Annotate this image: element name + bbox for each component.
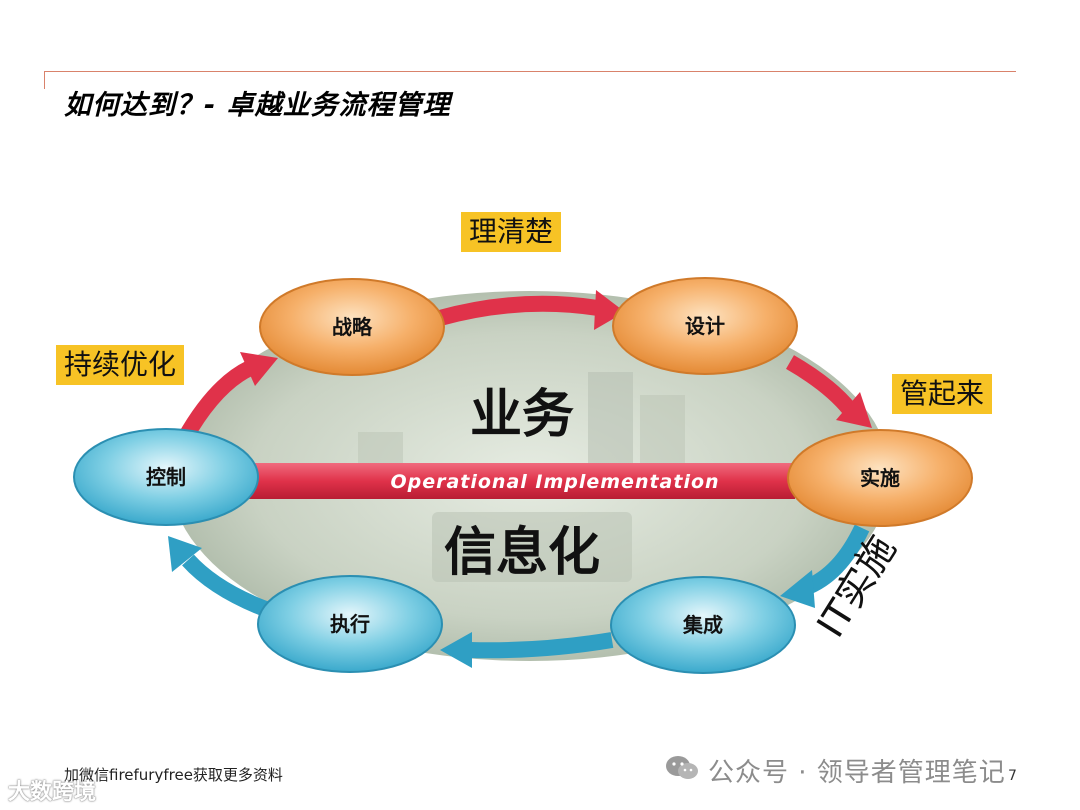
footer-contact: 加微信firefuryfree获取更多资料 — [64, 766, 283, 784]
node-strategy-label: 战略 — [332, 315, 373, 339]
tag-clarify: 理清楚 — [461, 212, 562, 252]
title-rule-tick — [44, 71, 45, 89]
it-label: 信息化 — [444, 523, 600, 583]
arrow-head — [594, 290, 625, 330]
node-design-label: 设计 — [685, 314, 725, 338]
node-design: 设计 — [612, 277, 798, 375]
arrow-head — [780, 570, 815, 608]
watermark-logo: 大数跨境 — [8, 780, 97, 805]
node-strategy: 战略 — [259, 278, 445, 376]
operational-band — [240, 463, 795, 499]
arrow-head — [168, 536, 202, 572]
node-execute: 执行 — [257, 575, 443, 673]
node-implement-label: 实施 — [860, 466, 900, 490]
page-number: 7 — [1008, 768, 1017, 784]
arrow-control-to-strategy — [178, 360, 254, 442]
title-rule — [44, 71, 1016, 72]
node-integrate-label: 集成 — [682, 613, 723, 637]
wechat-icon — [666, 756, 698, 779]
arrow-head — [440, 632, 472, 668]
monitor-shape — [432, 512, 632, 582]
tag-continuous-improve: 持续优化 — [56, 345, 185, 385]
node-implement: 实施 — [787, 429, 973, 527]
slide-title: 如何达到？- 卓越业务流程管理 — [64, 90, 451, 121]
arrow-design-to-implement — [785, 355, 857, 416]
node-control-label: 控制 — [146, 465, 186, 489]
node-integrate: 集成 — [610, 576, 796, 674]
arrow-head — [836, 392, 872, 428]
footer-account: 公众号 · 领导者管理笔记 — [708, 758, 1006, 788]
tag-manage: 管起来 — [892, 374, 993, 414]
node-control: 控制 — [73, 428, 259, 526]
band-text: Operational Implementation — [390, 471, 719, 493]
arrow-head — [240, 352, 278, 386]
business-label: 业务 — [470, 385, 574, 445]
arrow-integrate-to-execute — [469, 632, 614, 659]
arrow-execute-to-control — [182, 554, 271, 618]
arrow-strategy-to-design — [437, 295, 600, 326]
node-execute-label: 执行 — [330, 612, 370, 636]
